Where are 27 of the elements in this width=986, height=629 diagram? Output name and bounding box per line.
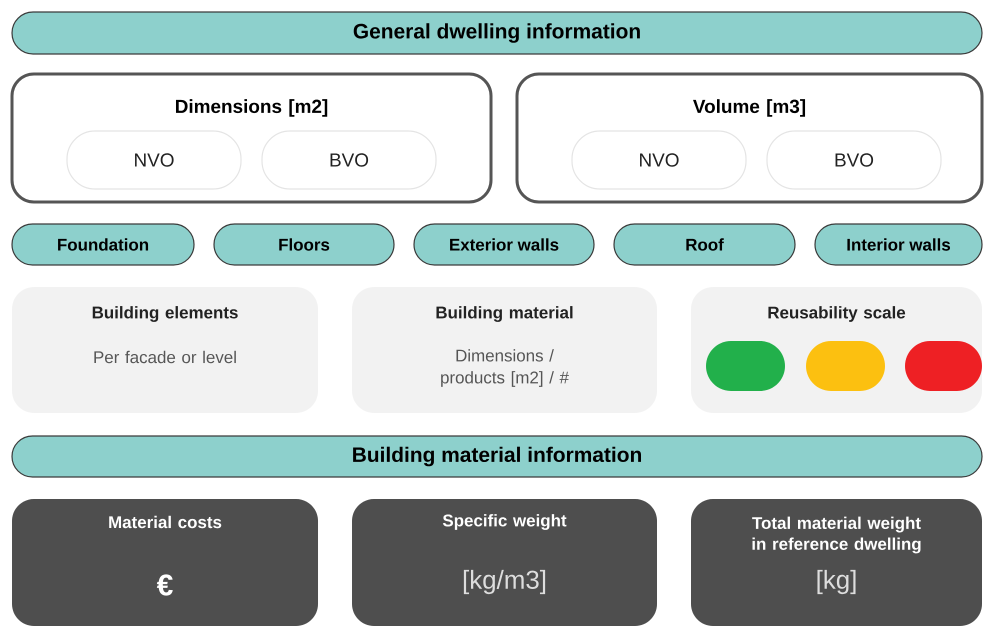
card-text: [kg/m3] (464, 570, 546, 594)
color-indicator (806, 341, 885, 391)
label-pill: BVO (766, 130, 942, 190)
element-tab: Exterior walls (413, 223, 595, 266)
color-indicator (905, 341, 982, 391)
card-title: Building material (436, 306, 572, 322)
card-text: Dimensions / products [m2] / # (441, 349, 569, 387)
element-tab: Foundation (11, 223, 195, 266)
currency-symbol: € (156, 574, 173, 596)
label-pill: NVO (66, 130, 242, 190)
card-title: Total material weight in reference dwelling (752, 516, 921, 554)
group-title: Dimensions [m2] (176, 99, 328, 117)
color-indicator (706, 341, 785, 391)
card-title: Specific weight (442, 514, 566, 530)
section-header-band: Building material information (11, 435, 983, 478)
card-title: Material costs (109, 516, 222, 528)
section-header-band: General dwelling information (11, 11, 983, 55)
element-tab: Floors (213, 223, 395, 266)
label-pill: NVO (571, 130, 747, 190)
element-tab: Interior walls (814, 223, 983, 266)
group-title: Volume [m3] (693, 99, 806, 117)
label-pill: BVO (261, 130, 437, 190)
card-text: [kg] (817, 570, 856, 594)
card-title: Building elements (92, 306, 238, 322)
card-title: Reusability scale (768, 306, 906, 322)
card-text: Per facade or level (94, 350, 236, 364)
element-tab: Roof (613, 223, 796, 266)
